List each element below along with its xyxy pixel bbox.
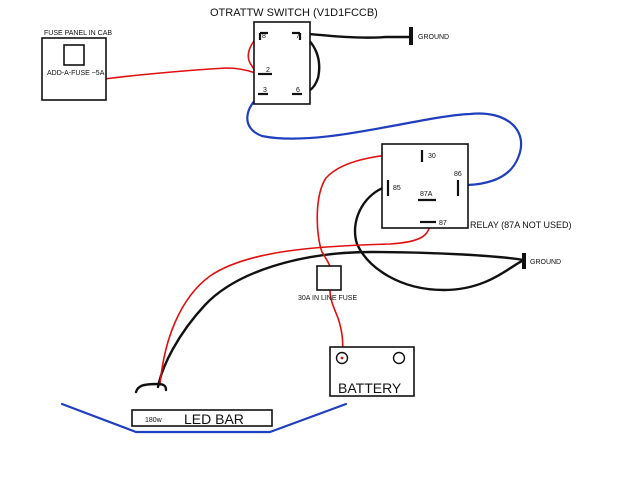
relay-pin87-label: 87 bbox=[439, 220, 447, 227]
wire-led-bar-stub bbox=[134, 382, 168, 394]
wire-relay30-to-inline-fuse bbox=[316, 153, 429, 267]
switch-pin8-label: 8 bbox=[262, 33, 266, 40]
wire-ground-to-led-bar bbox=[156, 250, 526, 389]
relay-box bbox=[381, 143, 469, 229]
relay-pin87a-label: 87A bbox=[420, 191, 433, 198]
right-ground-label: GROUND bbox=[530, 259, 561, 266]
battery-negative-terminal bbox=[392, 351, 406, 365]
led-bar-label: LED BAR bbox=[184, 411, 244, 427]
add-a-fuse-box bbox=[63, 44, 85, 66]
right-ground-symbol bbox=[522, 253, 526, 269]
switch-pin3-label: 3 bbox=[263, 87, 267, 94]
switch-pin6-label: 6 bbox=[296, 87, 300, 94]
switch-pin2-label: 2 bbox=[266, 67, 270, 74]
switch-pin7-label: 7 bbox=[296, 33, 300, 40]
relay-pin30-label: 30 bbox=[428, 153, 436, 160]
led-bar-box bbox=[131, 409, 273, 427]
wire-fuse-to-switch-pin2 bbox=[83, 67, 259, 83]
relay-pin86-label: 86 bbox=[454, 171, 462, 178]
switch-title: OTRATTW SWITCH (V1D1FCCB) bbox=[210, 7, 378, 19]
wire-relay87-to-led-bar bbox=[159, 221, 431, 386]
top-ground-label: GROUND bbox=[418, 34, 449, 41]
wire-relay85-to-right-ground bbox=[353, 185, 526, 292]
inline-fuse-label: 30A IN LINE FUSE bbox=[298, 295, 357, 302]
fuse-panel-title: FUSE PANEL IN CAB bbox=[44, 30, 112, 37]
wire-switch-to-top-ground bbox=[297, 31, 412, 39]
top-ground-symbol bbox=[409, 27, 413, 45]
wire-switch-pin3-to-relay86 bbox=[246, 92, 523, 187]
wire-inline-fuse-to-battery bbox=[329, 289, 344, 357]
led-bar-wattage: 180w bbox=[145, 417, 163, 424]
inline-fuse-box bbox=[316, 265, 342, 291]
battery-positive-dot bbox=[340, 356, 344, 360]
relay-pin85-label: 85 bbox=[393, 185, 401, 192]
relay-title: RELAY (87A NOT USED) bbox=[470, 220, 572, 230]
led-bar-mount bbox=[60, 402, 348, 434]
battery-label: BATTERY bbox=[338, 380, 402, 396]
add-a-fuse-label: ADD-A-FUSE ~5A bbox=[47, 70, 105, 77]
